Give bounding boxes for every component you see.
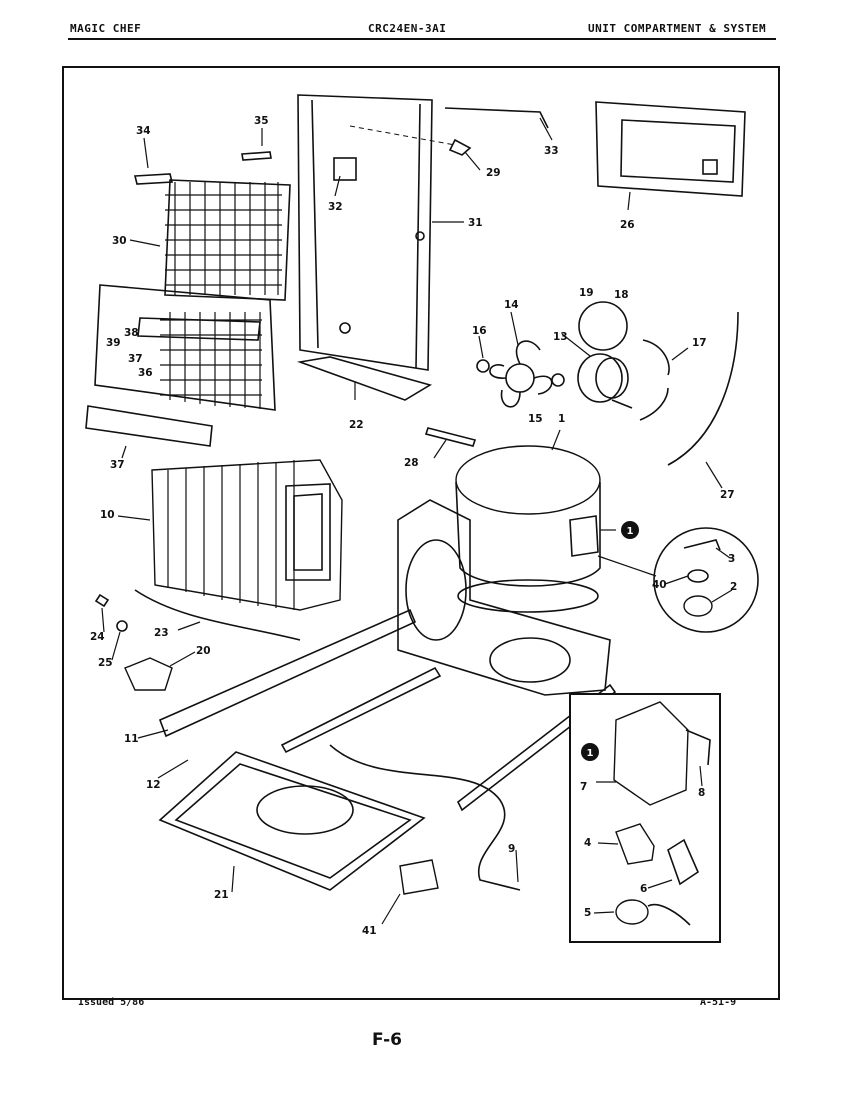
- callout-37a: 37: [128, 353, 143, 365]
- callout-31: 31: [468, 217, 483, 229]
- rail-12: [280, 666, 442, 754]
- callout-18: 18: [614, 289, 629, 301]
- callout-labels: 34 35 30 33 29 32 31 26 19 18 14 16 13 1…: [90, 115, 737, 937]
- rear-panel: [297, 94, 433, 371]
- rail-11: [158, 608, 417, 738]
- callout-17: 17: [692, 337, 707, 349]
- cord-9: [329, 744, 521, 891]
- tube-33: [444, 107, 549, 129]
- callout-32: 32: [328, 201, 343, 213]
- header-rule: [68, 38, 776, 40]
- fan-blade: [489, 340, 553, 408]
- callout-2: 2: [730, 581, 737, 593]
- ref-marker-a-text: 1: [627, 526, 634, 537]
- callout-37b: 37: [110, 459, 125, 471]
- bracket-37: [85, 405, 213, 447]
- bracket-34: [133, 173, 174, 185]
- callout-16: 16: [472, 325, 487, 337]
- callout-10: 10: [100, 509, 115, 521]
- diagram-frame: [62, 66, 780, 1000]
- ref-marker-b-text: 1: [587, 748, 594, 759]
- callout-21: 21: [214, 889, 229, 901]
- clip-25: [116, 620, 128, 632]
- callout-8: 8: [698, 787, 705, 799]
- callout-29: 29: [486, 167, 501, 179]
- callout-27: 27: [720, 489, 735, 501]
- coil-frame-assembly: [94, 284, 276, 411]
- tube-23: [134, 589, 301, 641]
- timer-20: [124, 657, 173, 691]
- motor-inset-19: [578, 301, 628, 351]
- clip-24: [94, 593, 110, 608]
- rail-lower: [456, 683, 617, 812]
- callout-20: 20: [196, 645, 211, 657]
- callout-34: 34: [136, 125, 151, 137]
- compressor-base: [397, 499, 611, 696]
- callout-19: 19: [579, 287, 594, 299]
- part-2: [683, 595, 713, 617]
- brand-name: MAGIC CHEF: [70, 22, 142, 35]
- callout-39: 39: [106, 337, 121, 349]
- callout-38: 38: [124, 327, 139, 339]
- ref-marker-icon: [581, 743, 599, 761]
- callout-30: 30: [112, 235, 127, 247]
- callout-3: 3: [728, 553, 735, 565]
- compressor: [455, 445, 601, 613]
- drier-28: [424, 427, 477, 447]
- callout-13: 13: [553, 331, 568, 343]
- drip-tray-22: [296, 356, 433, 401]
- callout-40: 40: [652, 579, 667, 591]
- bracket-17: [642, 339, 670, 376]
- issued-date: Issued 5/86: [78, 997, 145, 1008]
- callout-22: 22: [349, 419, 364, 431]
- bracket-17b: [639, 387, 669, 421]
- condenser-coil: [164, 179, 291, 301]
- callout-9: 9: [508, 843, 515, 855]
- callout-11: 11: [124, 733, 139, 745]
- drain-pan: [158, 751, 426, 891]
- callout-6: 6: [640, 883, 647, 895]
- condenser-10: [151, 459, 343, 611]
- part-3: [683, 539, 721, 551]
- callout-23: 23: [154, 627, 169, 639]
- callout-26: 26: [620, 219, 635, 231]
- leader-lines: [101, 117, 733, 925]
- callout-1: 1: [558, 413, 565, 425]
- page-number: F-6: [372, 1030, 402, 1050]
- callout-28: 28: [404, 457, 419, 469]
- part-40: [687, 569, 709, 583]
- washer-15: [551, 373, 565, 387]
- callout-14: 14: [504, 299, 519, 311]
- control-box: [595, 101, 746, 197]
- model-number: CRC24EN-3AI: [368, 22, 447, 35]
- relay-inset-box: [569, 693, 721, 943]
- callout-15: 15: [528, 413, 543, 425]
- terminal-inset: [653, 527, 759, 633]
- fan-motor: [577, 353, 633, 409]
- callout-4: 4: [584, 837, 591, 849]
- callout-25: 25: [98, 657, 113, 669]
- tube-27: [667, 311, 739, 466]
- callout-41: 41: [362, 925, 377, 937]
- callout-12: 12: [146, 779, 161, 791]
- nut-16: [476, 359, 490, 373]
- callout-5: 5: [584, 907, 591, 919]
- callout-36: 36: [138, 367, 153, 379]
- ref-marker-icon: [621, 521, 639, 539]
- plug-41: [399, 859, 439, 895]
- callout-24: 24: [90, 631, 105, 643]
- section-title: UNIT COMPARTMENT & SYSTEM: [588, 22, 767, 35]
- callout-35: 35: [254, 115, 269, 127]
- clip-29: [448, 138, 472, 156]
- callout-7: 7: [580, 781, 587, 793]
- callout-33: 33: [544, 145, 559, 157]
- drawing-code: A-51-9: [700, 997, 737, 1008]
- bracket-35: [241, 151, 272, 161]
